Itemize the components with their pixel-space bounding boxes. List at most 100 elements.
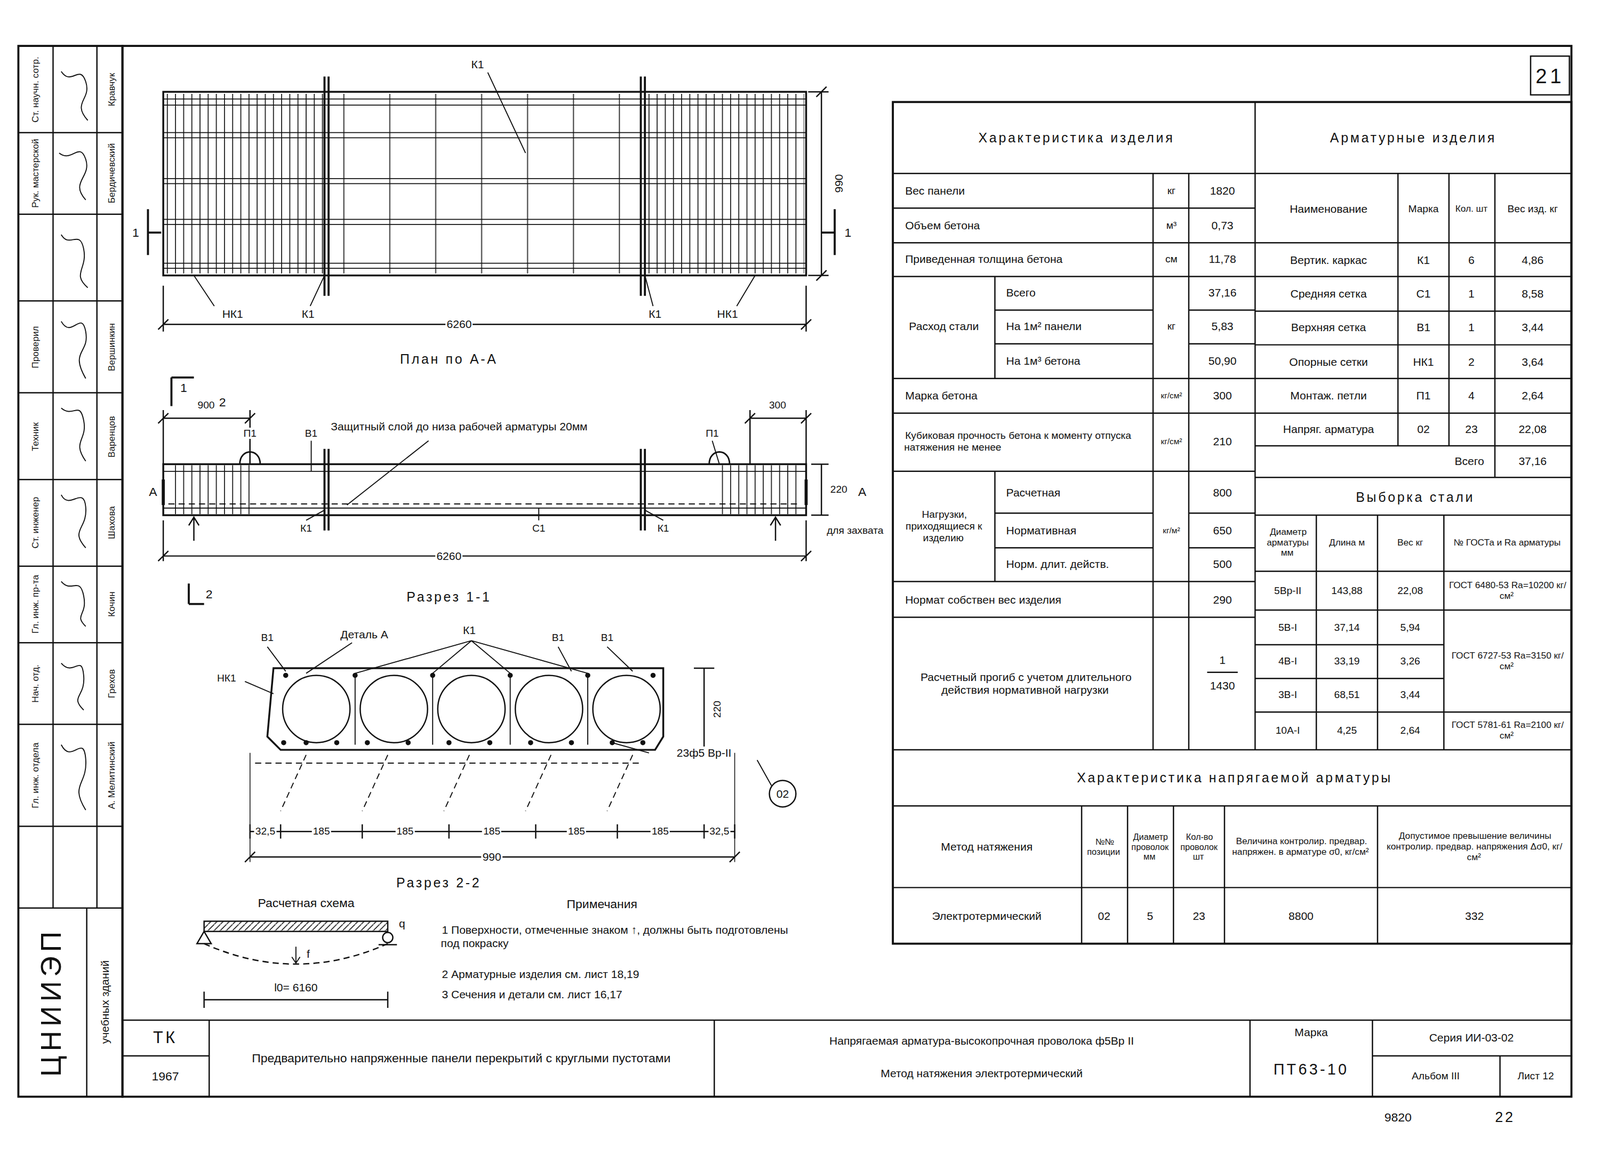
- drawing-label: 22,08: [1378, 585, 1443, 597]
- drawing-label: НК1: [212, 307, 254, 321]
- drawing-label: кг: [1154, 185, 1189, 197]
- label-text: П1: [1415, 389, 1432, 402]
- drawing-label: Метод натяжения электротермический: [721, 1067, 1243, 1080]
- drawing-label: Нач. отд.: [30, 644, 42, 723]
- drawing-label: 10А-I: [1260, 724, 1316, 737]
- label-text: 2: [218, 395, 228, 410]
- label-text: 1: [843, 225, 853, 240]
- drawing-label: 5,94: [1378, 621, 1443, 634]
- drawing-label: К1: [1400, 253, 1447, 267]
- label-text: Напрягаемая арматура-высокопрочная прово…: [828, 1034, 1135, 1047]
- drawing-label: Бердичевский: [107, 134, 118, 213]
- drawing-label: 990: [832, 163, 846, 205]
- label-text: 3,44: [1520, 321, 1545, 334]
- label-text: К1: [469, 57, 485, 70]
- label-text: Кочин: [106, 590, 118, 618]
- label-text: Марка: [1407, 203, 1440, 215]
- drawing-label: см: [1154, 253, 1189, 266]
- label-text: 1: [179, 380, 189, 395]
- label-text: Ст. инженер: [29, 495, 41, 550]
- drawing-label: Предварительно напряженные панели перекр…: [216, 1051, 707, 1066]
- drawing-label: Вес панели: [904, 184, 1149, 198]
- label-text: 650: [1212, 524, 1234, 537]
- drawing-label: 290: [1192, 593, 1254, 607]
- drawing-label: 185: [556, 825, 598, 838]
- drawing-label: 4: [1450, 389, 1493, 403]
- label-text: 3,64: [1520, 355, 1545, 368]
- drawing-label: В1: [592, 632, 623, 644]
- label-text: Средняя сетка: [1289, 287, 1368, 300]
- drawing-label: ГОСТ 6727-53 Ra=3150 кг/см²: [1444, 650, 1570, 672]
- label-text: 22,08: [1396, 585, 1424, 597]
- drawing-label: №№ позиции: [1082, 836, 1126, 857]
- drawing-label: 02: [1400, 422, 1447, 436]
- label-text: 37,16: [1517, 454, 1548, 468]
- drawing-label: Расчетная: [1005, 486, 1149, 500]
- drawing-label: для захвата: [824, 524, 886, 537]
- drawing-label: НК1: [707, 307, 749, 321]
- drawing-label: f: [300, 947, 316, 961]
- drawing-label: 32,5: [248, 825, 283, 838]
- label-text: 68,51: [1333, 689, 1362, 701]
- label-text: Величина контролир. предвар. напряжен. в…: [1232, 835, 1370, 858]
- drawing-label: Метод натяжения: [900, 840, 1074, 854]
- label-text: Норм. длит. действ.: [1005, 557, 1111, 571]
- drawing-label: Выборка стали: [1262, 489, 1569, 505]
- label-text: Всего: [1005, 286, 1037, 299]
- drawing-label: 33,19: [1317, 655, 1377, 668]
- label-text: Кравчук: [106, 72, 118, 108]
- drawing-label: ЦНИИЭП: [34, 915, 68, 1089]
- drawing-label: 1820: [1192, 184, 1254, 198]
- label-text: 1: [1218, 653, 1227, 667]
- label-text: Разрез 1-1: [405, 589, 493, 605]
- label-text: 37,16: [1207, 286, 1238, 299]
- drawing-label: 1: [1450, 287, 1493, 301]
- label-text: 3В-I: [1277, 689, 1299, 701]
- drawing-label: 300: [757, 399, 799, 412]
- label-text: 22,08: [1517, 422, 1548, 436]
- label-text: Шахова: [106, 505, 118, 541]
- label-text: кг/м²: [1161, 525, 1181, 535]
- label-text: Диаметр проволок мм: [1131, 832, 1169, 862]
- drawing-label: К1: [453, 624, 485, 637]
- label-text: 220: [829, 483, 849, 495]
- label-text: 1: [1467, 287, 1476, 300]
- drawing-label: м³: [1154, 219, 1189, 232]
- label-text: 900: [196, 399, 216, 411]
- label-text: 3 Сечения и детали см. лист 16,17: [441, 988, 624, 1001]
- label-text: На 1м² панели: [1005, 320, 1083, 333]
- drawing-label: Приведенная толщина бетона: [904, 252, 1149, 266]
- label-text: 8,58: [1520, 287, 1545, 300]
- drawing-label: Гл. инж. пр-та: [30, 566, 42, 643]
- label-text: кг/см²: [1160, 391, 1184, 401]
- drawing-label: 23: [1175, 909, 1223, 923]
- label-text: 3,44: [1399, 689, 1422, 701]
- label-text: Предварительно напряженные панели перекр…: [250, 1051, 672, 1066]
- label-text: А: [857, 484, 868, 499]
- label-text: Нормативная: [1005, 524, 1078, 537]
- label-text: 4В-I: [1277, 655, 1299, 667]
- label-text: 300: [1212, 389, 1234, 402]
- label-text: Диаметр арматуры мм: [1266, 526, 1309, 559]
- drawing-label: К1: [648, 522, 679, 535]
- drawing-label: 6260: [433, 317, 485, 331]
- label-text: ГОСТ 5781-61 Ra=2100 кг/см²: [1450, 719, 1564, 741]
- drawing-label: l0= 6160: [254, 981, 337, 995]
- drawing-label: ТК: [129, 1028, 202, 1047]
- label-text: Лист 12: [1516, 1070, 1555, 1082]
- label-text: 23: [1191, 909, 1206, 923]
- drawing-label: Наименование: [1262, 202, 1396, 216]
- drawing-label: 22,08: [1497, 422, 1569, 436]
- drawing-label: ГОСТ 6480-53 Ra=10200 кг/см²: [1444, 580, 1570, 602]
- drawing-label: Разрез 1-1: [367, 589, 531, 605]
- drawing-label: Расчетная схема: [214, 896, 398, 910]
- drawing-label: К1: [292, 307, 324, 321]
- drawing-label: 1: [176, 380, 191, 395]
- drawing-label: Кочин: [107, 566, 118, 643]
- label-text: 2: [1467, 355, 1476, 368]
- drawing-label: Арматурные изделия: [1265, 130, 1562, 146]
- drawing-label: Монтаж. петли: [1262, 389, 1396, 403]
- label-text: 4,86: [1520, 253, 1545, 267]
- drawing-label: Лист 12: [1505, 1070, 1567, 1083]
- drawing-label: Объем бетона: [904, 219, 1149, 232]
